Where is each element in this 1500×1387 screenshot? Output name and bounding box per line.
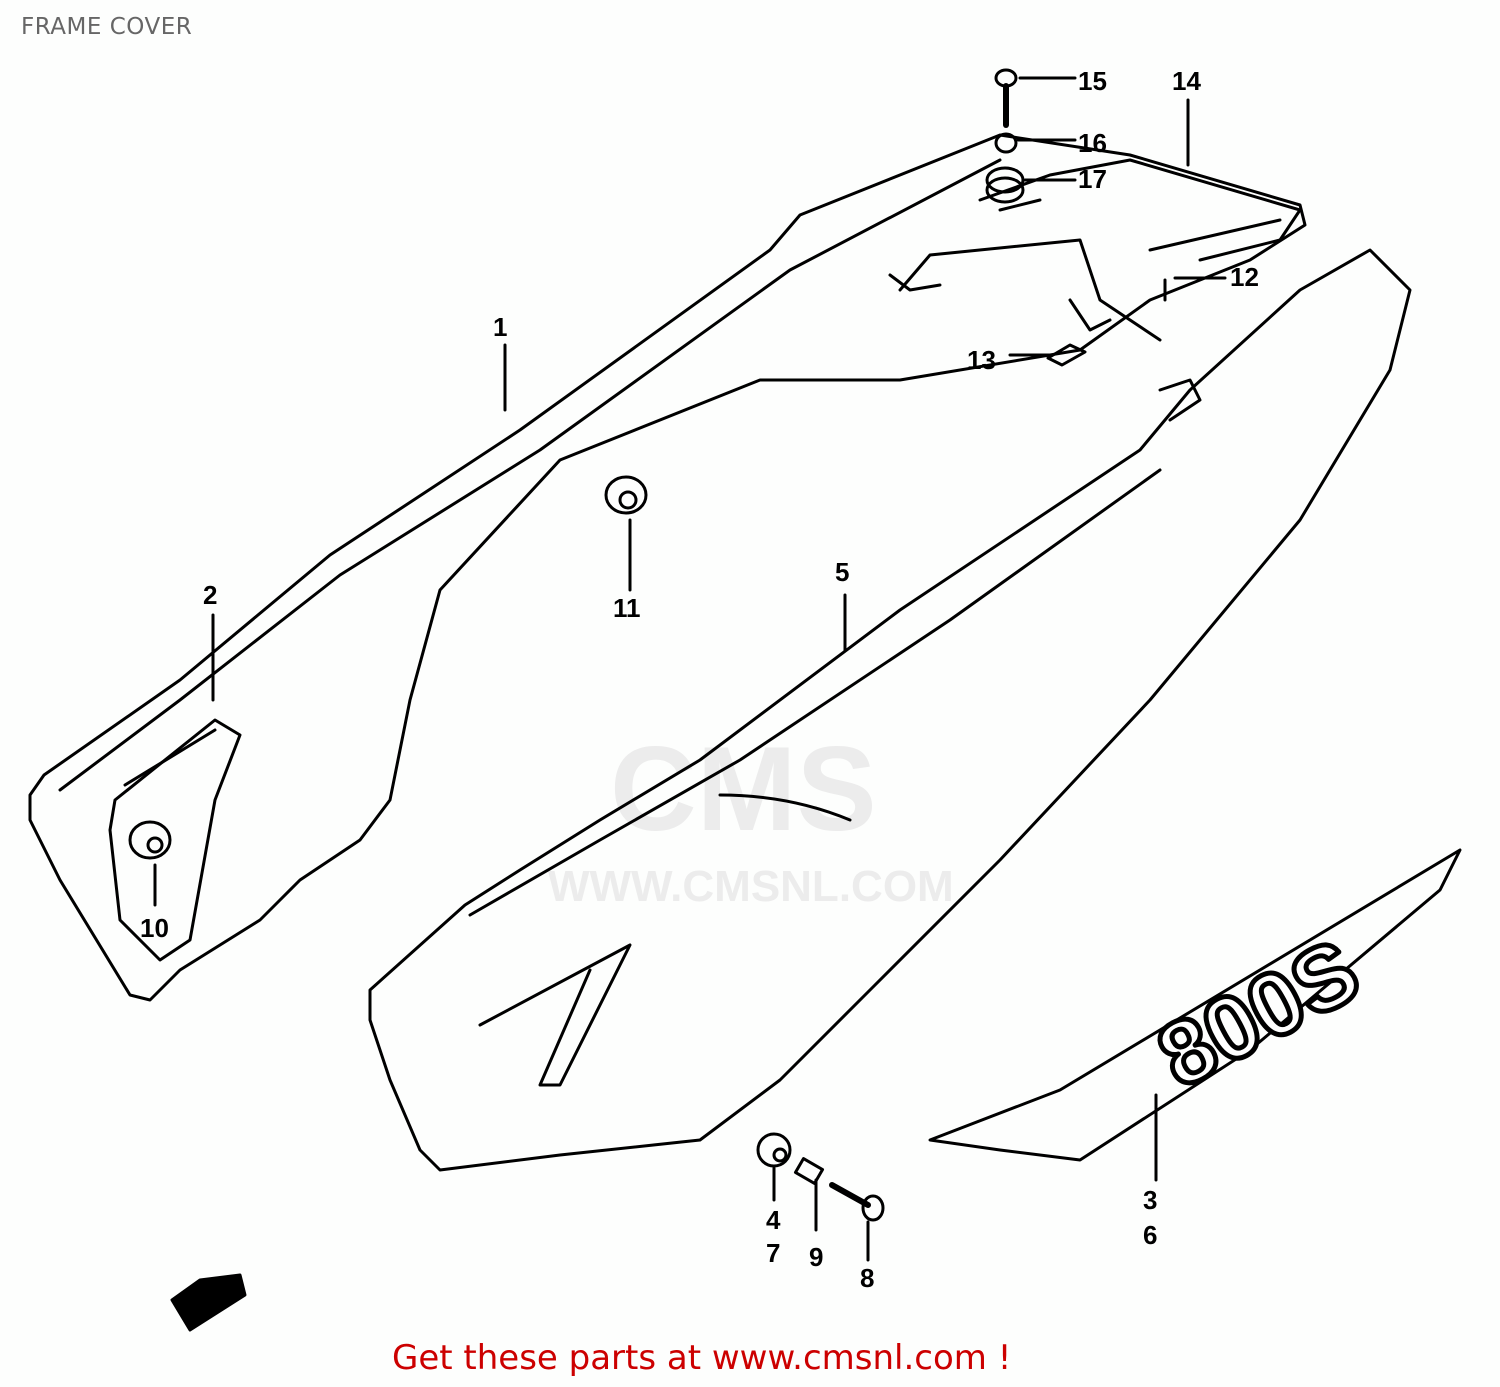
callout-12: 12 [1230, 262, 1259, 292]
callout-15: 15 [1078, 66, 1107, 96]
callout-8: 8 [860, 1263, 875, 1293]
callout-13: 13 [967, 345, 996, 375]
part-17-grommet [985, 166, 1025, 204]
callout-6: 6 [1143, 1220, 1158, 1250]
front-arrow-icon [170, 1273, 247, 1332]
callout-16: 16 [1078, 128, 1107, 158]
part-16-collar [994, 132, 1018, 154]
part-1-frame-cover-left [28, 133, 1307, 1002]
callout-4: 4 [766, 1205, 781, 1235]
part-10-grommet [128, 820, 172, 860]
callout-1: 1 [493, 312, 508, 342]
part-9-collar [793, 1157, 825, 1185]
part-3-emblem-panel [928, 848, 1462, 1162]
callout-10: 10 [140, 913, 169, 943]
watermark-url: WWW.CMSNL.COM [548, 862, 954, 911]
emblem-800s: 800S [1142, 921, 1375, 1108]
callout-7: 7 [766, 1238, 781, 1268]
part-13-nut [1046, 343, 1087, 367]
footer-link[interactable]: Get these parts at www.cmsnl.com ! [392, 1338, 1012, 1378]
part-11-grommet [604, 475, 648, 515]
part-8-bolt [829, 1182, 885, 1222]
part-5-frame-cover-right [368, 248, 1412, 1172]
page-title: FRAME COVER [21, 14, 193, 40]
callout-2: 2 [203, 580, 218, 610]
callout-5: 5 [835, 557, 850, 587]
callout-14: 14 [1172, 66, 1201, 96]
part-4-grommet [756, 1132, 792, 1168]
callout-17: 17 [1078, 164, 1107, 194]
callout-11: 11 [613, 593, 641, 623]
callout-9: 9 [809, 1242, 824, 1272]
part-15-bolt [994, 68, 1018, 128]
callout-3: 3 [1143, 1185, 1158, 1215]
